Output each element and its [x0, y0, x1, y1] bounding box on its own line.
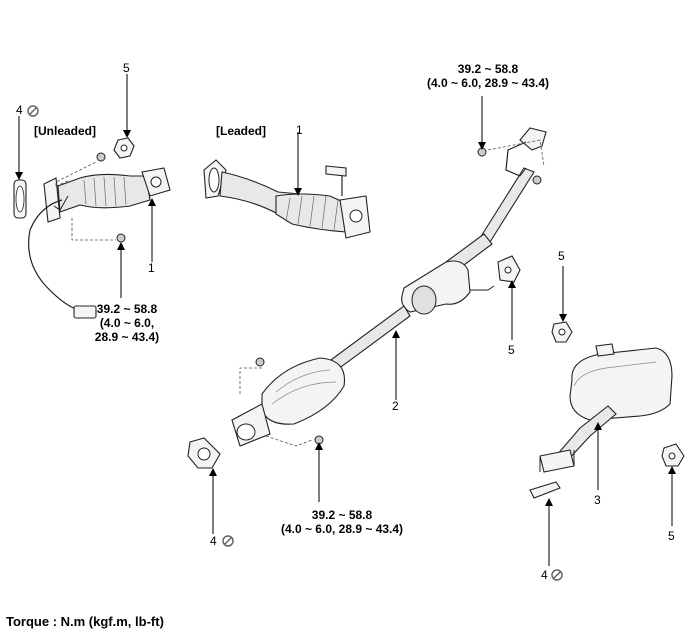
- callout-4-b: 4: [210, 534, 217, 548]
- front-pipe-leaded: [203, 159, 371, 239]
- torque-front-line3: 28.9 ~ 43.4): [94, 330, 160, 344]
- callout-3: 3: [594, 493, 601, 507]
- catalytic-converter: [261, 357, 346, 425]
- torque-bottom-line2: (4.0 ~ 6.0, 28.9 ~ 43.4): [280, 522, 404, 536]
- variant-label-leaded: [Leaded]: [216, 124, 267, 138]
- callout-4-c: 4: [541, 568, 548, 582]
- variant-label-unleaded: [Unleaded]: [34, 124, 97, 138]
- do-not-reuse-icon-a: [27, 105, 39, 117]
- center-pipe: [187, 127, 547, 469]
- torque-units-footer: Torque : N.m (kgf.m, lb-ft): [6, 614, 164, 629]
- callout-2: 2: [392, 399, 399, 413]
- torque-spec-center-top: 39.2 ~ 58.8 (4.0 ~ 6.0, 28.9 ~ 43.4): [408, 62, 568, 90]
- callout-5-b: 5: [558, 249, 565, 263]
- torque-front-line1: 39.2 ~ 58.8: [96, 302, 158, 316]
- torque-top-line1: 39.2 ~ 58.8: [457, 62, 519, 76]
- callout-5-c: 5: [508, 343, 515, 357]
- callout-1-unleaded: 1: [148, 261, 155, 275]
- torque-front-line2: (4.0 ~ 6.0,: [99, 316, 155, 330]
- oxygen-sensor-wire: [28, 199, 79, 311]
- oxygen-sensor-connector: [73, 305, 97, 319]
- front-pipe-unleaded: [13, 137, 171, 319]
- torque-spec-front-pipe: 39.2 ~ 58.8 (4.0 ~ 6.0, 28.9 ~ 43.4): [72, 302, 182, 344]
- callout-5-d: 5: [668, 529, 675, 543]
- gasket-rear: [529, 481, 561, 499]
- do-not-reuse-icon-c: [551, 569, 563, 581]
- do-not-reuse-icon-b: [222, 535, 234, 547]
- torque-spec-center-bottom: 39.2 ~ 58.8 (4.0 ~ 6.0, 28.9 ~ 43.4): [262, 508, 422, 536]
- torque-top-line2: (4.0 ~ 6.0, 28.9 ~ 43.4): [426, 76, 550, 90]
- main-muffler: [529, 321, 685, 499]
- callout-1-leaded: 1: [296, 123, 303, 137]
- callout-4-a: 4: [16, 103, 23, 117]
- leader-lines: [15, 74, 676, 566]
- torque-bottom-line1: 39.2 ~ 58.8: [311, 508, 373, 522]
- callout-5-a: 5: [123, 61, 130, 75]
